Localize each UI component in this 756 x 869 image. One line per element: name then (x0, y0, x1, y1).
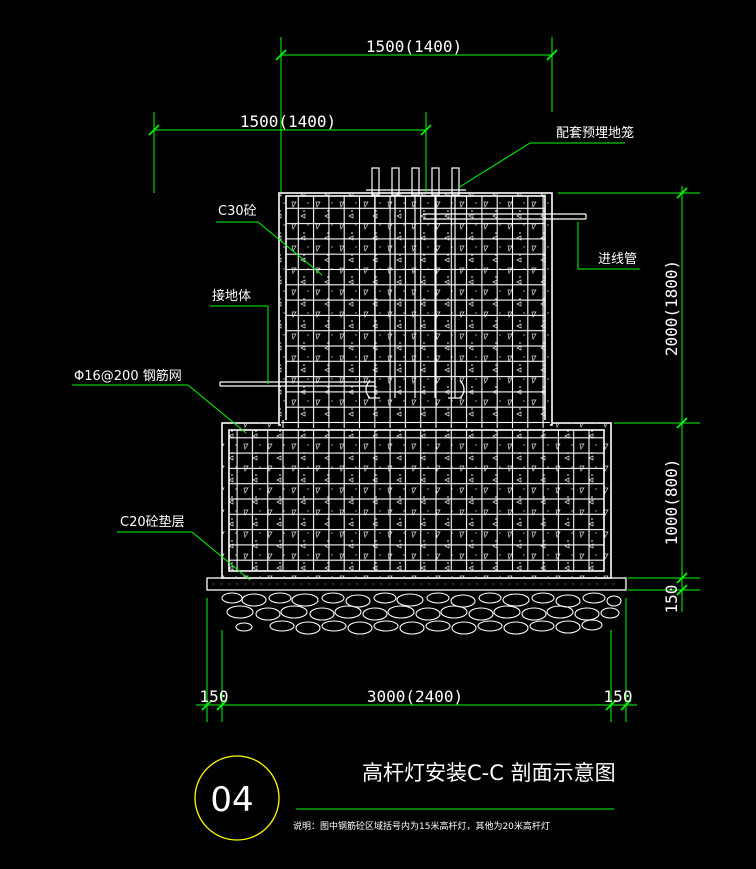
dim-cushion-thickness: 150 (662, 585, 681, 614)
dimension-lines (148, 37, 700, 722)
drawing-number: 04 (210, 780, 253, 820)
label-grounding: 接地体 (212, 288, 251, 304)
label-concrete-top: C30砼 (218, 204, 257, 219)
dim-left-offset: 150 (200, 687, 229, 706)
label-conduit: 进线管 (598, 252, 637, 267)
dim-right-offset: 150 (604, 687, 633, 706)
dim-base-height: 1000(800) (662, 459, 681, 546)
drawing-note: 说明：图中钢筋砼区域括号内为15米高杆灯，其他为20米高杆灯 (293, 820, 550, 832)
base-block (221, 422, 612, 579)
grounding-rod (219, 381, 375, 387)
drawing-title: 高杆灯安装C-C 剖面示意图 (362, 761, 616, 785)
gravel-layer (218, 590, 623, 640)
dim-column-height: 2000(1800) (662, 260, 681, 356)
dim-base-width: 3000(2400) (367, 687, 463, 706)
label-rebar-mesh: Φ16@200 钢筋网 (74, 368, 182, 384)
leader-lines (72, 142, 640, 810)
label-cushion: C20砼垫层 (120, 514, 185, 530)
conduit-pipe (423, 213, 587, 220)
badge-circle (194, 755, 280, 841)
anchor-cage (365, 167, 466, 399)
label-anchor-cage: 配套预埋地笼 (556, 125, 634, 141)
dim-top-width-lower: 1500(1400) (240, 112, 336, 131)
cushion-slab (206, 577, 627, 591)
dim-top-width-upper: 1500(1400) (366, 37, 462, 56)
